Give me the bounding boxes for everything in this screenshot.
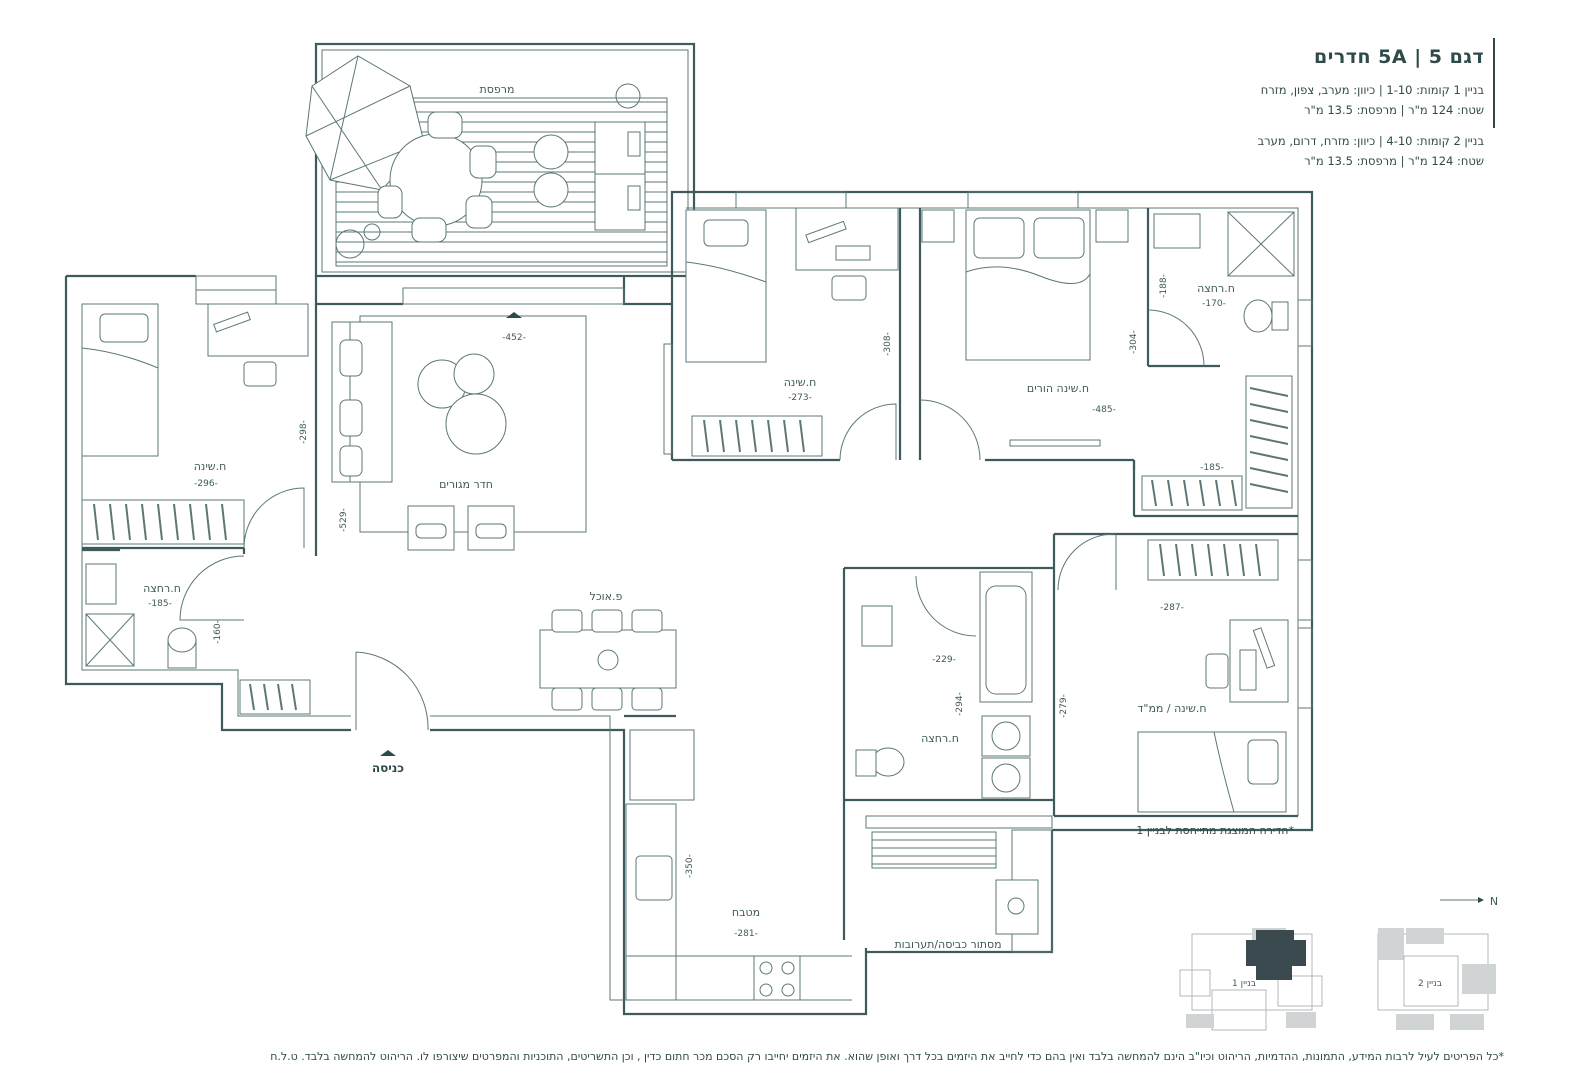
- north-arrow: N: [1440, 895, 1498, 908]
- north-label: N: [1490, 895, 1498, 908]
- wardrobe-icon: [81, 499, 245, 545]
- bedroom-left-height: -298-: [299, 420, 309, 444]
- bath-center-height: -294-: [955, 692, 965, 716]
- kitchen-sink-icon: [635, 855, 673, 901]
- desk-icon: [207, 303, 309, 357]
- kitchen-height: -350-: [685, 854, 695, 878]
- laundry-area: מסתור כביסה/תערובות: [865, 815, 1053, 951]
- counter-icon: [625, 803, 677, 1001]
- fridge-icon: [629, 729, 695, 801]
- key-building2-label: בניין 2: [1418, 979, 1442, 989]
- bedroom-top: ח.שינה -273- -308-: [685, 207, 899, 461]
- dining-table-icon: [539, 629, 677, 689]
- kitchen-width: -281-: [734, 929, 758, 939]
- bedroom-top-width: -273-: [788, 393, 812, 403]
- balcony-label: מרפסת: [480, 83, 515, 96]
- wardrobe-icon: [1147, 539, 1279, 581]
- bath-left-height: -160-: [213, 620, 223, 644]
- master-width: -485-: [1092, 405, 1116, 415]
- disclaimer-footer: *כל הפריטים לעיל לרבות המידע, התמונות, ה…: [270, 1050, 1504, 1063]
- washer-icon: [981, 715, 1031, 757]
- page-title: דגם 5A | 5 חדרים: [1314, 46, 1484, 68]
- building2-floors-text: בניין 2 קומות: 4-10 | כיוון: מזרח, דרום,…: [1257, 134, 1484, 148]
- tv-unit-icon: [1009, 439, 1101, 447]
- living-height: -529-: [339, 508, 349, 532]
- bedroom-top-label: ח.שינה: [784, 376, 817, 389]
- wardrobe-icon: [691, 415, 823, 457]
- bath-master: ח.רחצה -170- -188-: [1147, 211, 1295, 367]
- dryer-icon: [981, 757, 1031, 799]
- kitchen-label: מטבח: [732, 906, 760, 919]
- building1-area-text: שטח: 124 מ"ר | מרפסת: 13.5 מ"ר: [1304, 103, 1484, 117]
- walk-in-closet: [1141, 375, 1293, 511]
- door-swing: [243, 487, 305, 549]
- dining-area: פ.אוכל: [539, 590, 677, 711]
- bath-left-width: -185-: [148, 599, 172, 609]
- mamad-height: -279-: [1059, 694, 1069, 718]
- bath-master-width: -170-: [1202, 299, 1226, 309]
- entrance-label: כניסה: [372, 761, 404, 775]
- sink-icon: [85, 563, 117, 605]
- master-label: ח.שינה הורים: [1027, 382, 1089, 395]
- bath-left: ח.רחצה -185- -160-: [85, 555, 245, 669]
- sink-icon: [1153, 213, 1201, 249]
- laundry-label: מסתור כביסה/תערובות: [894, 938, 1001, 951]
- dining-label: פ.אוכל: [590, 590, 623, 603]
- key-plan-building2: בניין 2: [1377, 928, 1496, 1030]
- bath-left-label: ח.רחצה: [143, 582, 181, 595]
- bath-master-label: ח.רחצה: [1197, 282, 1235, 295]
- bath-center: ח.רחצה -229- -294-: [855, 571, 1033, 799]
- building1-info: בניין 1 קומות: 1-10 | כיוון: מערב, צפון,…: [1261, 80, 1484, 120]
- building1-floors-text: בניין 1 קומות: 1-10 | כיוון: מערב, צפון,…: [1260, 83, 1484, 97]
- kitchen: מטבח -281- -350-: [625, 729, 852, 1001]
- toilet-icon: [1243, 299, 1273, 333]
- living-width: -452-: [502, 333, 526, 343]
- bath-center-label: ח.רחצה: [921, 732, 959, 745]
- living-room: חדר מגורים -452- -529-: [331, 312, 587, 551]
- plant-icon: [335, 229, 365, 259]
- north-entry-arrow: [506, 312, 522, 318]
- balcony-area: מרפסת: [305, 42, 696, 278]
- master-bedroom: ח.שינה הורים -485- -304-: [919, 209, 1139, 461]
- interior-walls: [82, 208, 1298, 940]
- water-heater-icon: [995, 879, 1039, 935]
- key-building1-label: בניין 1: [1232, 979, 1256, 989]
- highlighted-apartment: [1246, 930, 1306, 980]
- bedroom-left: ח.שינה -296- -298-: [81, 303, 309, 549]
- key-plan-building1: בניין 1: [1179, 928, 1323, 1031]
- toilet-icon: [871, 747, 905, 777]
- bath-master-height: -188-: [1159, 274, 1169, 298]
- bedroom-left-width: -296-: [194, 479, 218, 489]
- building-note: *הדירה המוצגת מתייחסת לבניין 1: [1136, 824, 1294, 837]
- bedroom-top-height: -308-: [883, 332, 893, 356]
- sink-icon: [861, 605, 893, 647]
- bedroom-left-label: ח.שינה: [194, 460, 227, 473]
- building2-info: בניין 2 קומות: 4-10 | כיוון: מזרח, דרום,…: [1258, 131, 1484, 171]
- entrance: כניסה: [355, 651, 429, 775]
- plant-icon: [615, 83, 641, 109]
- mamad-width: -287-: [1160, 603, 1184, 613]
- bath-center-width: -229-: [932, 655, 956, 665]
- bedroom-mamad: ח.שינה / ממ"ד -287- -279-: [1057, 533, 1289, 813]
- mamad-label: ח.שינה / ממ"ד: [1137, 702, 1206, 715]
- master-height: -304-: [1129, 330, 1139, 354]
- header-divider: [1493, 38, 1495, 128]
- entrance-closet: [239, 679, 311, 715]
- building2-area-text: שטח: 124 מ"ר | מרפסת: 13.5 מ"ר: [1304, 154, 1484, 168]
- entrance-arrow-icon: [380, 750, 396, 756]
- living-label: חדר מגורים: [439, 478, 493, 491]
- closet-width: -185-: [1200, 463, 1224, 473]
